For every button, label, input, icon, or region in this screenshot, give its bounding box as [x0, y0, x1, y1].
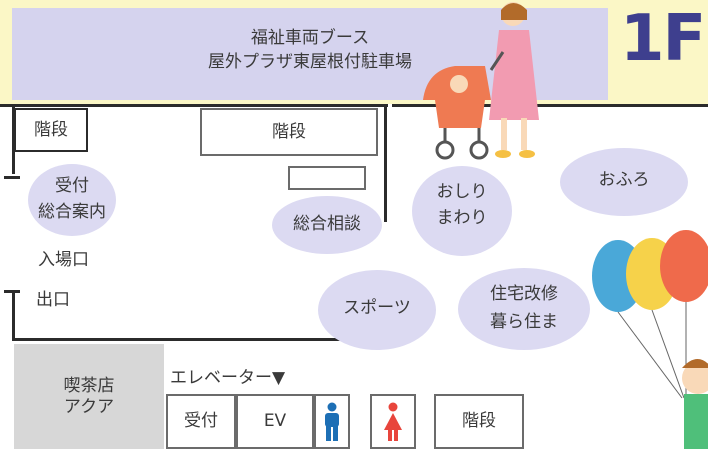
- wall-top-left: [0, 104, 388, 107]
- wall-left-lower: [12, 290, 15, 338]
- booth-housing-line2: 暮ら住ま: [490, 312, 558, 332]
- wall-marker-entrance: [4, 176, 20, 179]
- general-info-label: 総合案内: [38, 202, 106, 222]
- wall-marker-exit: [4, 290, 20, 293]
- elevator-label: エレベーター▼: [170, 368, 286, 388]
- booth-ofuro-label: おふろ: [598, 170, 650, 190]
- booth-oshiri-line1: おしり: [436, 182, 488, 202]
- reception-label: 受付: [55, 176, 89, 196]
- mens-restroom: [314, 394, 350, 449]
- wall-bottom: [12, 338, 408, 341]
- reception-area: [28, 164, 116, 236]
- booth-oshiri-line2: まわり: [436, 208, 488, 228]
- booth-oshiri-mawari: [412, 166, 512, 256]
- stairs-bottom: 階段: [434, 394, 524, 449]
- booth-housing-line1: 住宅改修: [490, 284, 558, 304]
- womens-restroom: [370, 394, 416, 449]
- balloons-illustration: [592, 230, 708, 449]
- reception-bottom: 受付: [166, 394, 236, 449]
- entrance-label: 入場口: [38, 250, 89, 270]
- cafe-subname: アクア: [63, 396, 115, 417]
- banner-title: 福祉車両ブース: [250, 28, 370, 48]
- male-toilet-icon: [325, 402, 339, 441]
- exit-label: 出口: [36, 290, 70, 310]
- wall-top-right: [392, 104, 708, 107]
- booth-sports: [318, 270, 436, 350]
- stairs-top: 階段: [200, 108, 378, 156]
- general-consultation-label: 総合相談: [293, 214, 361, 234]
- female-toilet-icon: [384, 402, 402, 441]
- floor-plan: 階段 階段 受付 総合案内 入場口 出口 総合相談 おしり まわり おふろ スポ…: [0, 104, 708, 449]
- booth-housing-renovation: [458, 268, 590, 350]
- consultation-desk: [288, 166, 366, 190]
- floor-number-title: 1F: [620, 2, 706, 76]
- woman-with-stroller-illustration: [423, 2, 539, 160]
- booth-sports-label: スポーツ: [343, 298, 411, 318]
- banner-subtitle: 屋外プラザ東屋根付駐車場: [208, 52, 412, 73]
- wall-center: [384, 104, 387, 222]
- general-consultation-area: [272, 196, 382, 254]
- elevator-ev: EV: [236, 394, 314, 449]
- booth-ofuro: [560, 148, 688, 216]
- cafe-aqua: 喫茶店 アクア: [14, 344, 164, 449]
- wall-left-upper: [12, 104, 15, 174]
- cafe-name: 喫茶店: [63, 376, 115, 397]
- stairs-left: 階段: [14, 108, 88, 152]
